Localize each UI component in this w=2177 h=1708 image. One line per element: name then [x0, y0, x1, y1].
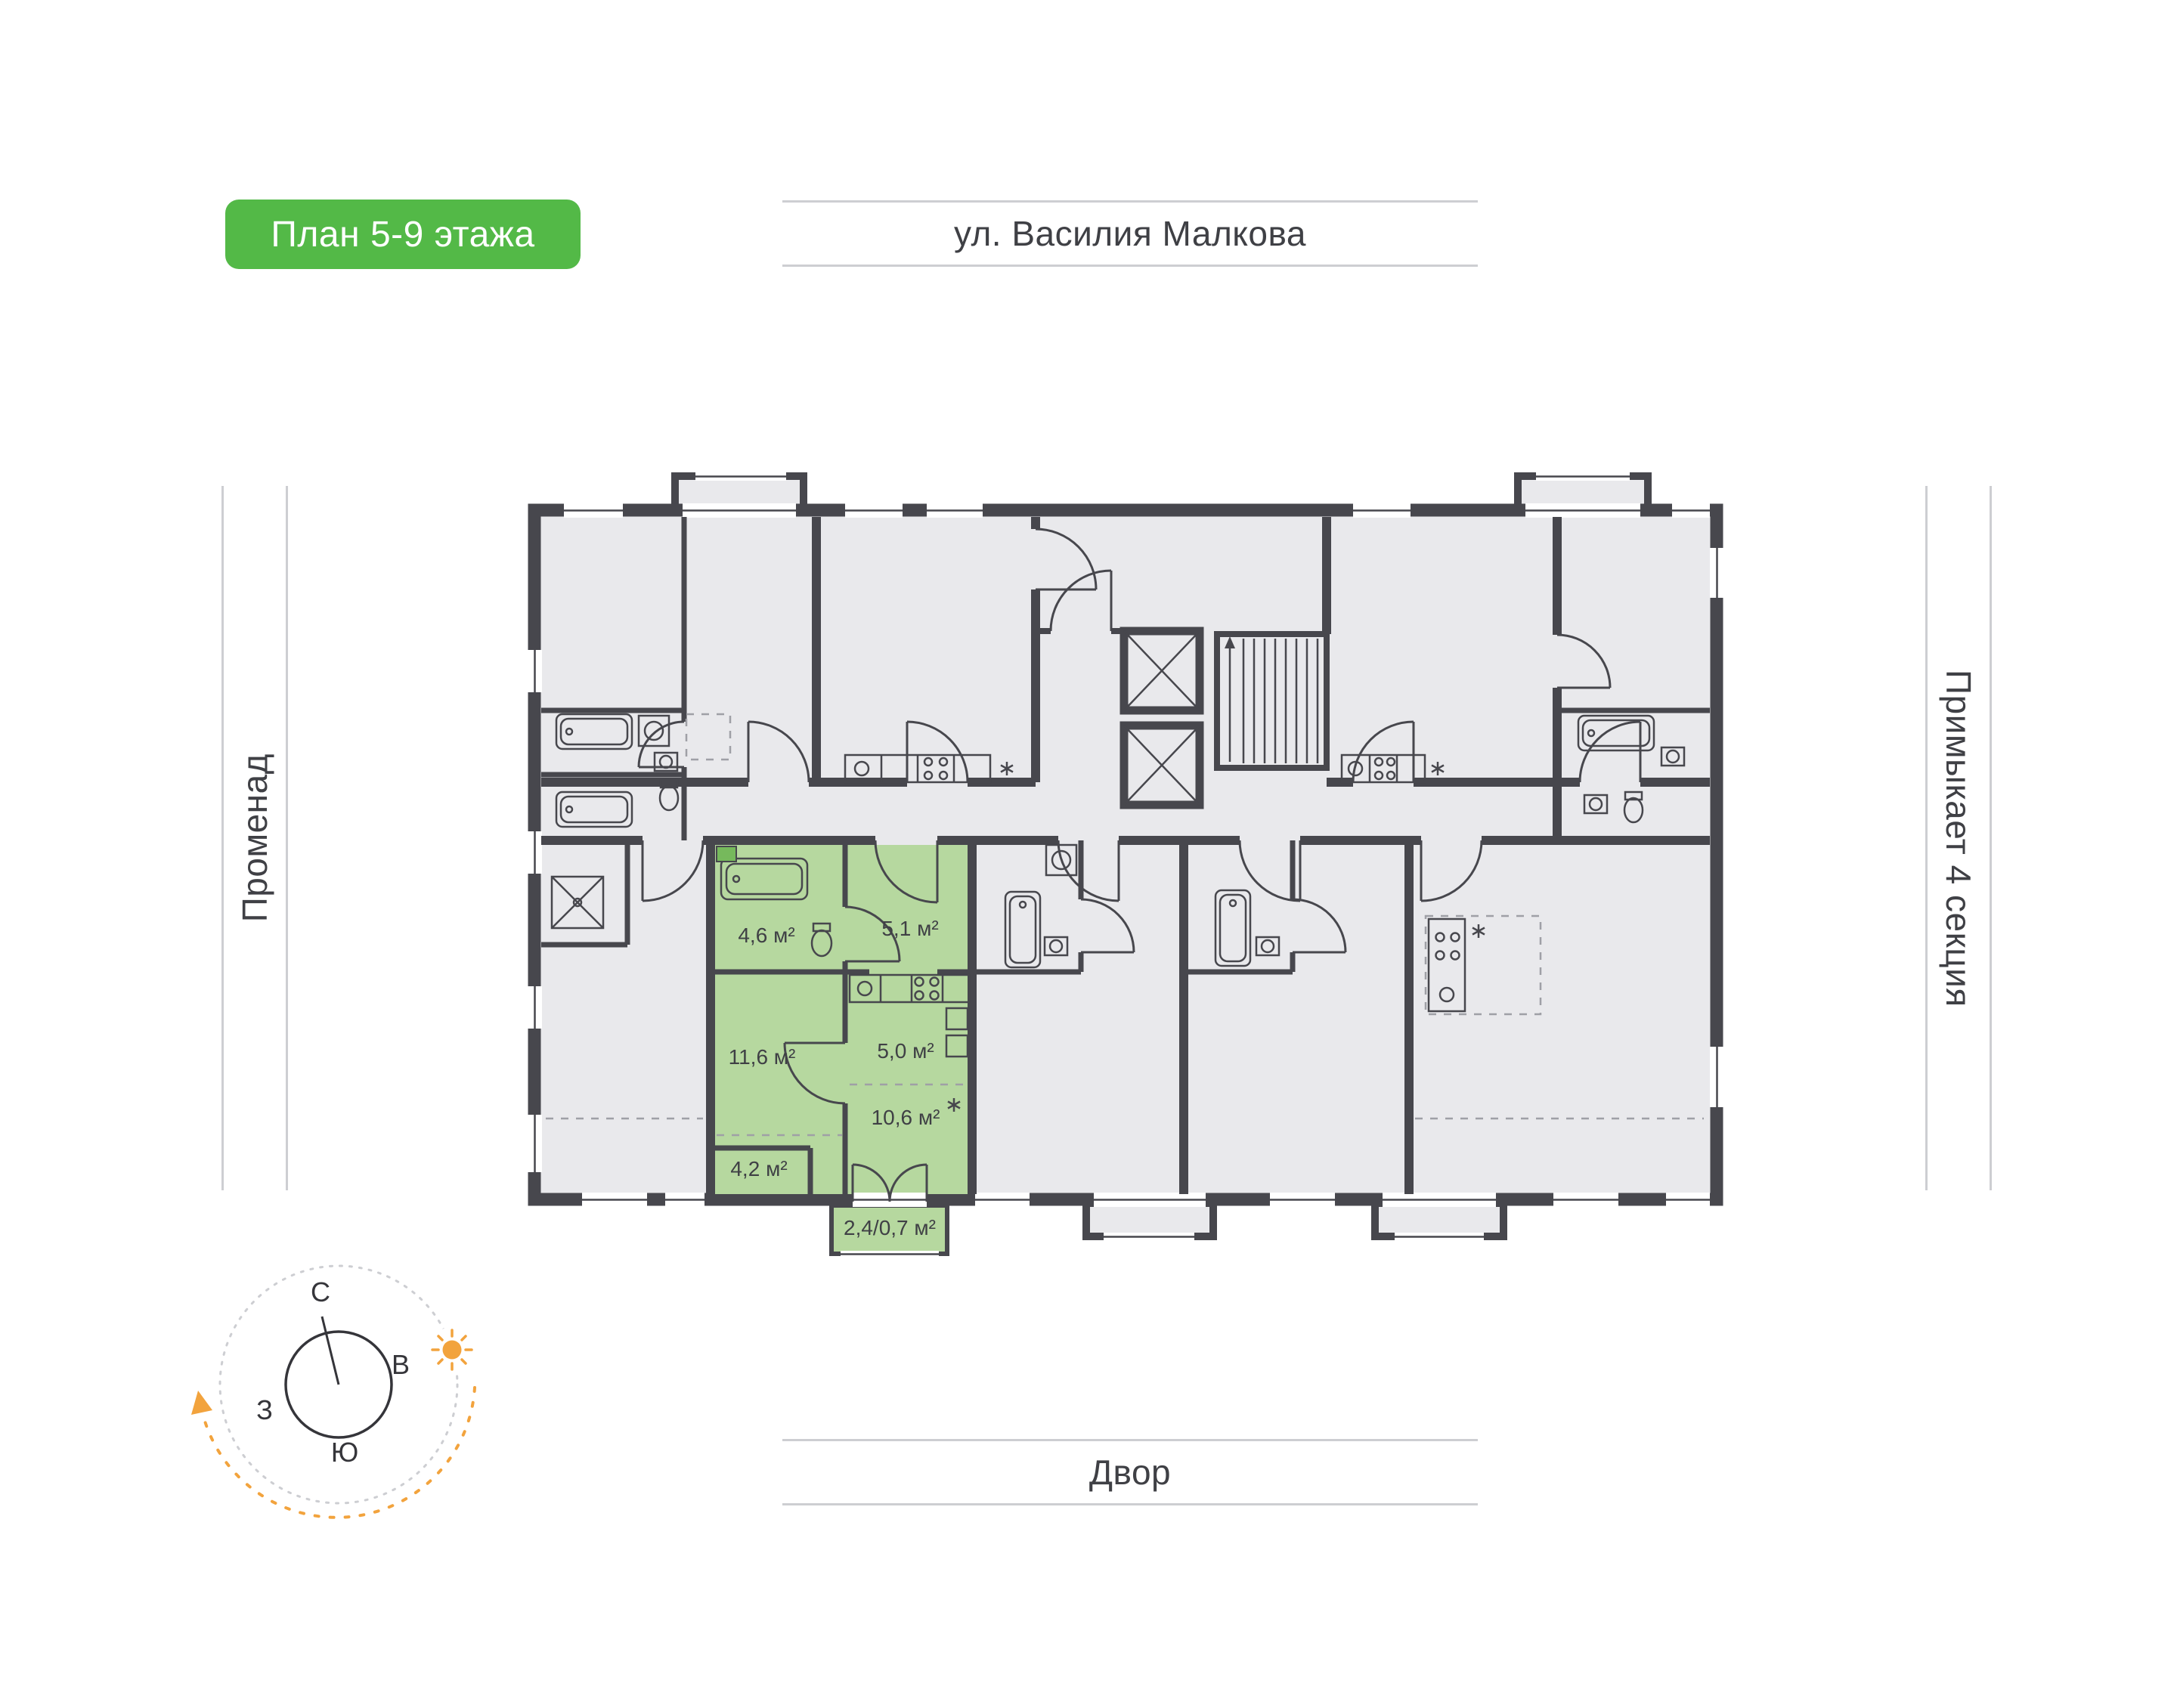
compass-east: В [392, 1349, 410, 1380]
sink [1583, 794, 1609, 815]
door-arcs [637, 528, 1642, 1202]
elevator-shafts [1119, 627, 1204, 809]
washing-machine [1045, 843, 1078, 877]
sun-path-arrow [191, 1391, 212, 1415]
compass-needle [321, 1316, 340, 1385]
room-area-label: 4,6 м² [738, 924, 794, 947]
windows [528, 472, 1724, 1258]
bathtub [1214, 889, 1252, 967]
washing-machine [637, 714, 670, 747]
room-area-label: 5,1 м² [881, 917, 938, 940]
sun-icon [429, 1327, 475, 1372]
promenade-label: Променад [235, 753, 274, 923]
toilet [658, 778, 680, 812]
room-area-labels: 4,6 м² 5,1 м² 11,6 м² 5,0 м² 10,6 м² 4,2… [729, 917, 940, 1239]
vent-icon [1472, 924, 1485, 938]
sink [1255, 936, 1280, 957]
floor-plan-badge: План 5-9 этажа [225, 200, 581, 269]
sink [1043, 936, 1069, 957]
kitchen-counter [844, 753, 992, 784]
vent-icon [1000, 762, 1014, 775]
compass-south: Ю [331, 1437, 358, 1468]
room-area-label: 5,0 м² [877, 1039, 934, 1063]
fixtures [550, 713, 1686, 1112]
bathtub [555, 791, 633, 828]
vent-icon [1431, 762, 1445, 775]
yard-label: Двор [1088, 1453, 1172, 1492]
vent-icon [947, 1098, 961, 1112]
bathtub [555, 713, 633, 750]
adjacent-section-label: Примыкает 4 секция [1939, 669, 1978, 1007]
sun-path-arc [201, 1386, 476, 1519]
street-name: ул. Василия Малкова [953, 214, 1307, 253]
street-label-right: Примыкает 4 секция [1925, 486, 1992, 1190]
dashed-guides [546, 713, 1704, 1137]
staircase [1214, 631, 1330, 771]
compass-dashed-ring [218, 1264, 459, 1505]
duct-shaft [716, 846, 737, 862]
kitchen-counter [1427, 917, 1466, 1013]
room-area-label: 4,2 м² [730, 1157, 787, 1180]
kitchen-counter [1340, 753, 1426, 784]
sink [1660, 746, 1686, 767]
street-label-left: Променад [221, 486, 288, 1190]
street-label-bottom: Двор [782, 1439, 1478, 1505]
compass-north: С [311, 1276, 330, 1307]
kitchen-appliances [945, 1007, 969, 1058]
toilet [810, 922, 833, 958]
bathtub [1004, 890, 1042, 969]
room-area-label: 2,4/0,7 м² [844, 1216, 936, 1239]
street-label-top: ул. Василия Малкова [782, 200, 1478, 267]
room-area-label: 10,6 м² [872, 1106, 940, 1129]
bathtub [720, 857, 809, 901]
room-area-label: 11,6 м² [729, 1045, 796, 1069]
toilet [1623, 791, 1644, 824]
bathtub [1577, 714, 1655, 752]
compass: С В З Ю [191, 1264, 476, 1519]
compass-west: З [256, 1394, 273, 1425]
kitchen-counter [848, 973, 971, 1004]
shower [550, 875, 605, 930]
